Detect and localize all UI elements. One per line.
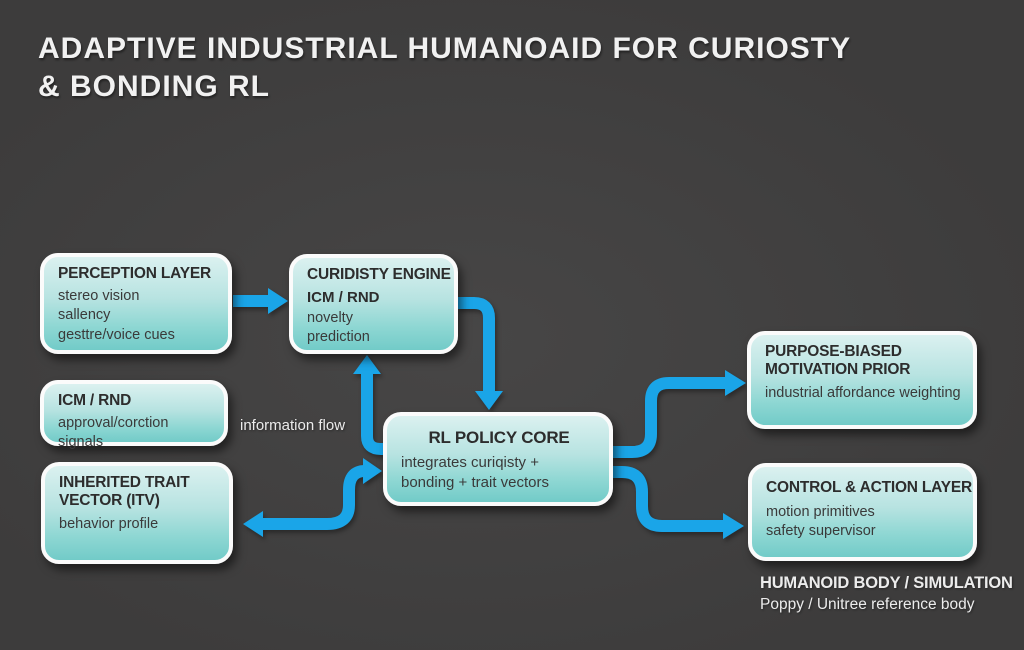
node-line: sallency <box>58 307 111 324</box>
information-flow-label: information flow <box>240 417 346 434</box>
node-line: approval/corction signals <box>58 415 169 451</box>
node-title: INHERITED TRAIT VECTOR (ITV) <box>59 474 190 510</box>
node-line: behavior profile <box>59 515 159 532</box>
humanoid-body-caption-subtitle: Poppy / Unitree reference body <box>760 596 975 613</box>
node-inherited-trait-vector: INHERITED TRAIT VECTOR (ITV) behavior pr… <box>41 462 233 564</box>
node-icm-rnd: ICM / RND approval/corction signals <box>40 380 228 450</box>
node-perception-layer: PERCEPTION LAYER stereo vision sallency … <box>40 253 232 354</box>
node-line: stereo vision <box>58 288 140 305</box>
node-line: prediction <box>307 329 370 346</box>
node-title: PURPOSE-BIASED MOTIVATION PRIOR <box>765 343 911 379</box>
arrow-rlcore-to-control <box>612 466 744 539</box>
page-title: ADAPTIVE INDUSTRIAL HUMANOAID FOR CURIOS… <box>38 32 852 103</box>
arrow-itv-rlcore-bidirectional <box>243 458 382 537</box>
node-line: motion primitives <box>766 504 875 521</box>
arrow-rlcore-to-curiosity-up <box>353 355 385 455</box>
node-line: safety supervisor <box>766 523 876 540</box>
node-curiosity-engine: CURIDISTY ENGINE ICM / RND novelty predi… <box>289 254 458 354</box>
node-title: ICM / RND <box>58 392 132 409</box>
node-line: bonding + trait vectors <box>401 473 550 491</box>
node-line: industrial affordance weighting <box>765 384 961 401</box>
node-line: gesttre/voice cues <box>58 326 175 343</box>
arrow-rlcore-to-purpose <box>612 370 746 458</box>
node-title: CURIDISTY ENGINE <box>307 266 451 283</box>
node-title: RL POLICY CORE <box>428 428 570 447</box>
node-title: CONTROL & ACTION LAYER <box>766 479 973 496</box>
arrow-curiosity-to-rlcore <box>457 297 503 410</box>
humanoid-body-caption-title: HUMANOID BODY / SIMULATION <box>760 574 1013 592</box>
arrow-perception-to-curiosity <box>233 288 288 314</box>
node-subtitle: ICM / RND <box>307 289 380 307</box>
node-line: integrates curiqisty + <box>401 454 539 472</box>
node-title: PERCEPTION LAYER <box>58 265 211 282</box>
node-purpose-biased-motivation-prior: PURPOSE-BIASED MOTIVATION PRIOR industri… <box>747 331 977 429</box>
node-rl-policy-core: RL POLICY CORE integrates curiqisty + bo… <box>383 412 613 506</box>
node-line: novelty <box>307 310 353 327</box>
node-control-action-layer: CONTROL & ACTION LAYER motion primitives… <box>748 463 977 561</box>
